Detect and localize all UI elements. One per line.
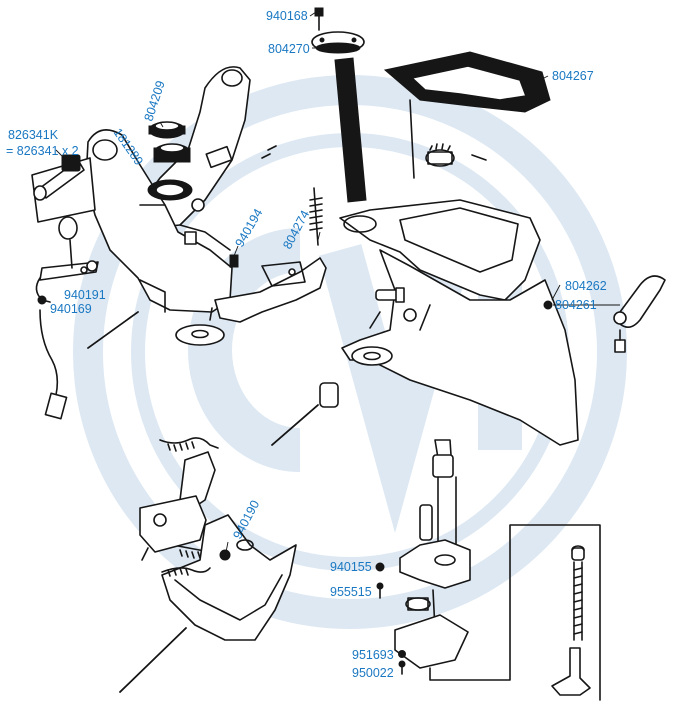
label-955515: 955515 xyxy=(330,585,372,599)
label-826341-x2: = 826341 x 2 xyxy=(6,144,79,158)
leader-lines xyxy=(55,11,620,568)
pins-and-bolts xyxy=(271,287,417,446)
label-826341K: 826341K xyxy=(8,128,59,142)
label-804261: 804261 xyxy=(555,298,597,312)
tilt-pin-and-washer xyxy=(87,307,225,349)
pump-column-assembly xyxy=(375,439,601,701)
clamp-screw-assembly xyxy=(33,154,85,201)
label-804262: 804262 xyxy=(565,279,607,293)
vertical-link-rod xyxy=(551,545,591,696)
label-951693: 951693 xyxy=(352,648,394,662)
label-804267: 804267 xyxy=(552,69,594,83)
label-940155: 940155 xyxy=(330,560,372,574)
label-950022: 950022 xyxy=(352,666,394,680)
reverse-lock-assembly xyxy=(119,437,297,693)
grip-lever-and-cable xyxy=(35,216,99,420)
tilt-handle xyxy=(613,275,666,353)
seals-181289-804209 xyxy=(147,121,193,201)
label-940169: 940169 xyxy=(50,302,92,316)
drive-shaft-804270 xyxy=(311,7,367,203)
gasket-804267 xyxy=(383,51,551,113)
bracket-cover-804274 xyxy=(214,187,327,323)
label-804270: 804270 xyxy=(268,42,310,56)
label-940168: 940168 xyxy=(266,9,308,23)
label-940191: 940191 xyxy=(64,288,106,302)
shaft-and-gear xyxy=(409,99,487,179)
label-804209: 804209 xyxy=(142,79,168,123)
